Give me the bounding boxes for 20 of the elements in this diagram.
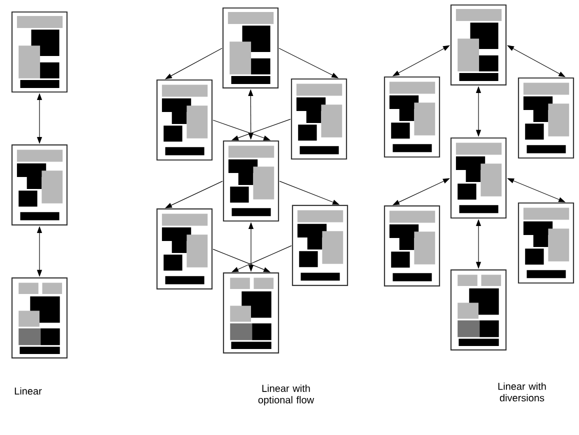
page-thumbnail-drawing (11, 11, 68, 93)
page-thumbnail-drawing (290, 78, 348, 160)
page-thumbnail-drawing (384, 76, 440, 158)
page-thumbnail-drawing (384, 205, 440, 287)
page-thumbnail-drawing (518, 77, 574, 159)
page-thumbnail-drawing (450, 269, 507, 351)
caption: Linear with optional flow (258, 384, 314, 406)
page-thumbnail-drawing (518, 202, 574, 284)
page-thumbnail-drawing (450, 4, 507, 86)
caption: Linear (14, 387, 42, 395)
page-thumbnail-drawing (222, 272, 280, 354)
page-thumbnail-drawing (11, 277, 68, 359)
page-thumbnail-drawing (222, 140, 280, 222)
page-thumbnail-drawing (222, 7, 279, 89)
caption: Linear with diversions (498, 382, 546, 402)
page-thumbnail-drawing (156, 208, 213, 290)
page-thumbnail-drawing (292, 204, 348, 286)
page-thumbnail-drawing (11, 144, 68, 226)
page-thumbnail-drawing (450, 137, 507, 219)
page-thumbnail-drawing (156, 79, 213, 161)
